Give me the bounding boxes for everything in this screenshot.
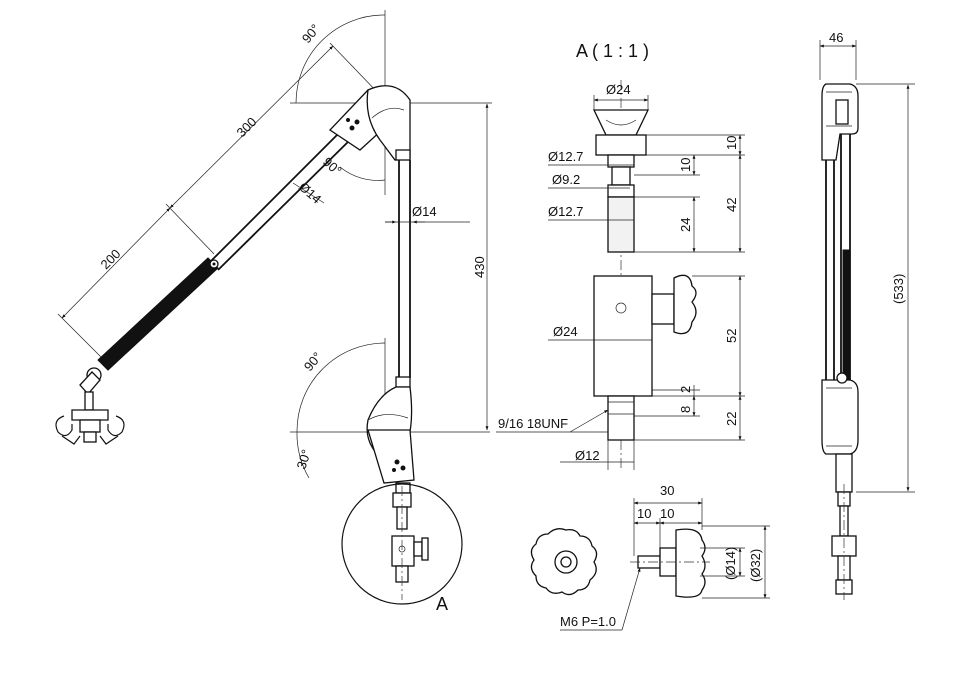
detail-a-view [496, 80, 745, 470]
dim-arm-dia [292, 182, 325, 204]
label-d9-2: Ø9.2 [552, 172, 580, 187]
label-d24-block: Ø24 [553, 324, 578, 339]
detail-post [607, 196, 635, 253]
label-k-d14: (Ø14) [723, 547, 738, 580]
side-view [819, 40, 915, 600]
label-v10-b: 10 [678, 158, 693, 172]
label-side-533: (533) [891, 274, 906, 304]
label-v24: 24 [678, 218, 693, 232]
knob-front-view [530, 528, 598, 596]
label-angle-30: 30° [294, 448, 314, 471]
angle-arc-bottom [296, 342, 386, 432]
angle-arc-inner [339, 166, 386, 181]
dim-line-300 [169, 45, 334, 209]
label-angle-top: 90° [299, 21, 323, 46]
knob-side-view [560, 498, 770, 631]
flex-section [97, 257, 219, 371]
detail-title: A ( 1 : 1 ) [576, 41, 649, 61]
arm-assembly [55, 10, 492, 605]
label-v22: 22 [724, 412, 739, 426]
dim-line-200 [61, 207, 171, 319]
label-d12: Ø12 [575, 448, 600, 463]
label-v8: 8 [678, 406, 693, 413]
label-len-300: 300 [234, 114, 260, 140]
label-k10-b: 10 [660, 506, 674, 521]
angle-arc-30 [296, 430, 310, 479]
label-v42: 42 [724, 198, 739, 212]
label-angle-inner: 90° [320, 154, 345, 178]
label-arm-dia: Ø14 [296, 179, 324, 207]
label-d24-top: Ø24 [606, 82, 631, 97]
label-v52: 52 [724, 329, 739, 343]
clamp-body [71, 409, 109, 421]
detail-a-circle [341, 483, 463, 605]
label-pole-dia: Ø14 [412, 204, 437, 219]
lower-joint-plate [367, 429, 415, 484]
label-v10-a: 10 [724, 136, 739, 150]
label-detail-ref: A [436, 594, 448, 614]
label-k-m6: M6 P=1.0 [560, 614, 616, 629]
label-k10-a: 10 [637, 506, 651, 521]
label-k30: 30 [660, 483, 674, 498]
upper-knuckle [366, 85, 411, 161]
label-len-200: 200 [98, 246, 124, 272]
detail-block [593, 275, 653, 397]
label-d12-7-a: Ø12.7 [548, 149, 583, 164]
detail-knob-side [673, 274, 697, 335]
label-len-430: 430 [472, 256, 487, 278]
detail-cone [592, 109, 650, 136]
label-d12-7-b: Ø12.7 [548, 204, 583, 219]
label-side-46: 46 [829, 30, 843, 45]
label-v2: 2 [678, 386, 693, 393]
label-k-d32: (Ø32) [748, 549, 763, 582]
label-thread: 9/16 18UNF [498, 416, 568, 431]
